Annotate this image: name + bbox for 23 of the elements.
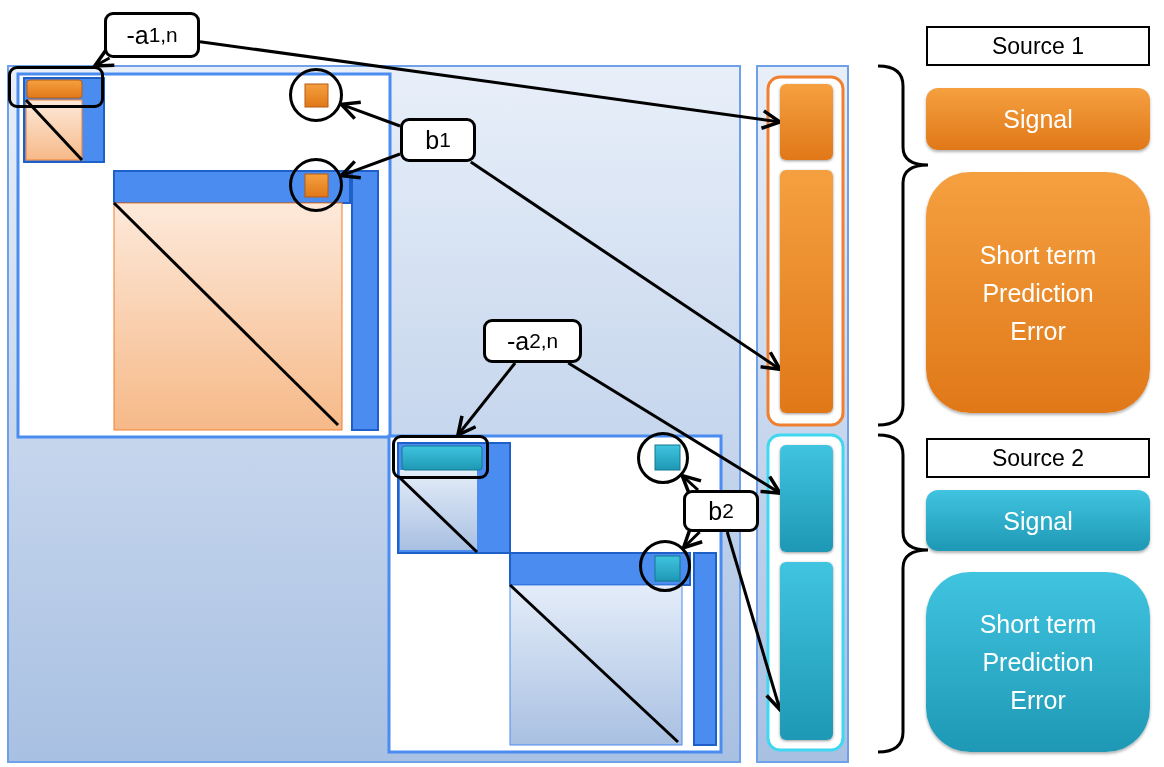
signal-box: Short term Prediction Error (926, 572, 1150, 752)
arrow (339, 152, 401, 180)
arrow (456, 362, 517, 437)
label-box: Source 2 (926, 438, 1150, 478)
circle-marker (289, 158, 343, 212)
arrow (93, 48, 117, 68)
label-box: Source 1 (926, 26, 1150, 66)
highlight-box (8, 66, 104, 108)
vector-segment (780, 84, 833, 160)
signal-box: Signal (926, 88, 1150, 150)
signal-box: Short term Prediction Error (926, 172, 1150, 413)
arrow (199, 40, 782, 130)
arrow (470, 160, 782, 371)
arrow (339, 100, 401, 128)
vector-segment (780, 562, 833, 740)
highlight-box (392, 435, 489, 479)
vector-segment (780, 445, 833, 552)
vector-segment (780, 170, 833, 413)
arrow (567, 361, 782, 495)
circle-marker (639, 540, 691, 592)
circle-marker (637, 432, 689, 484)
signal-box: Signal (926, 490, 1150, 551)
circle-marker (289, 68, 343, 122)
